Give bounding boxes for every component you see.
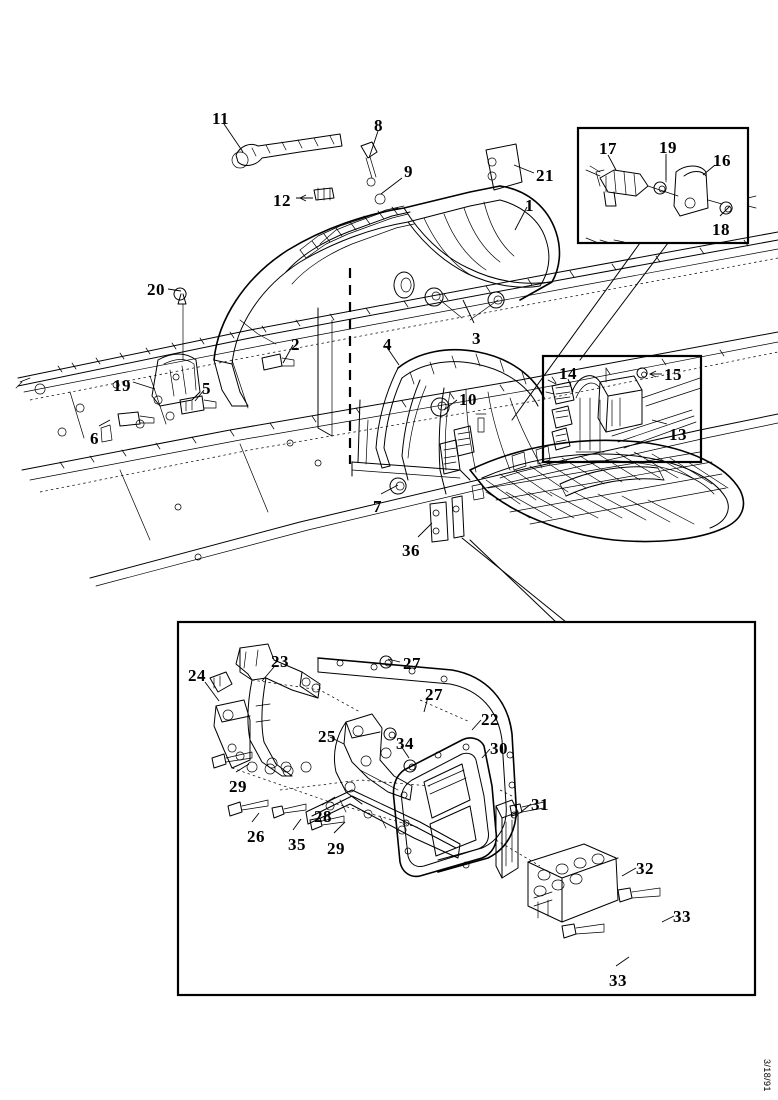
callout-23: 23 [271,652,289,671]
inset-leader-d [461,537,567,623]
callout-25: 25 [318,727,336,746]
callout-2: 2 [291,335,300,354]
inset-bottom-artwork [176,620,757,997]
callout-30: 30 [490,739,508,758]
callout-6: 6 [90,429,99,448]
inset-leader-c [469,539,557,623]
clip-12 [313,187,335,201]
callout-21: 21 [536,166,554,185]
bolt-2 [261,353,295,371]
callout-5: 5 [202,379,211,398]
callout-28: 28 [314,807,332,826]
inset-leader-b [579,242,669,361]
callout-18: 18 [712,220,730,239]
fastener-11-mid [475,413,487,433]
callout-16: 16 [713,151,731,170]
callout-31: 31 [531,795,549,814]
bolt-7 [389,477,407,495]
callout-11: 11 [212,109,230,128]
callout-20: 20 [147,280,165,299]
drawing-reference-code: 3/18/91 [762,1059,772,1092]
callout-10: 10 [459,390,477,409]
callout-15: 15 [664,365,682,384]
callout-27: 27 [403,654,421,673]
callout-22: 22 [481,710,499,729]
callout-1: 1 [525,196,534,215]
connector-cluster-10 [439,425,475,475]
main-assembly-artwork [15,133,778,623]
inset-leader-a [511,242,641,421]
bracket-21 [485,143,523,191]
callout-17: 17 [599,139,617,158]
latch-block-32 [495,799,619,923]
bracket-36 [429,495,465,543]
callout-24: 24 [188,666,206,685]
callout-8: 8 [374,116,383,135]
bracket-19 [151,353,201,407]
callout-9: 9 [404,162,413,181]
callout-29b: 29 [327,839,345,858]
callout-13: 13 [669,425,687,444]
callout-14: 14 [559,364,577,383]
callout-4: 4 [383,335,392,354]
callout-26: 26 [247,827,265,846]
callout-27b: 27 [425,685,443,704]
callout-7: 7 [373,497,382,516]
bolt-6 [100,411,155,443]
bolt-5 [179,395,217,415]
inset-middle-right-artwork [541,354,703,464]
fender-panel [213,185,561,464]
callout-3: 3 [472,329,481,348]
callout-29: 29 [229,777,247,796]
callout-34: 34 [396,734,414,753]
callout-32: 32 [636,859,654,878]
rear-platform [469,439,745,543]
bolts-left-group [211,751,345,831]
callout-19: 19 [113,376,131,395]
callout-36: 36 [402,541,420,560]
callout-19-inset: 19 [659,138,677,157]
callout-33b: 33 [609,971,627,990]
chassis-rails [15,231,778,587]
callout-35: 35 [288,835,306,854]
strip-11 [231,133,343,169]
callout-33: 33 [673,907,691,926]
wheel-housing-frame [351,348,545,495]
fasteners-3-9 [374,193,505,321]
fastener-8 [360,141,378,187]
inset-top-right-artwork [576,126,757,245]
callout-12: 12 [273,191,291,210]
